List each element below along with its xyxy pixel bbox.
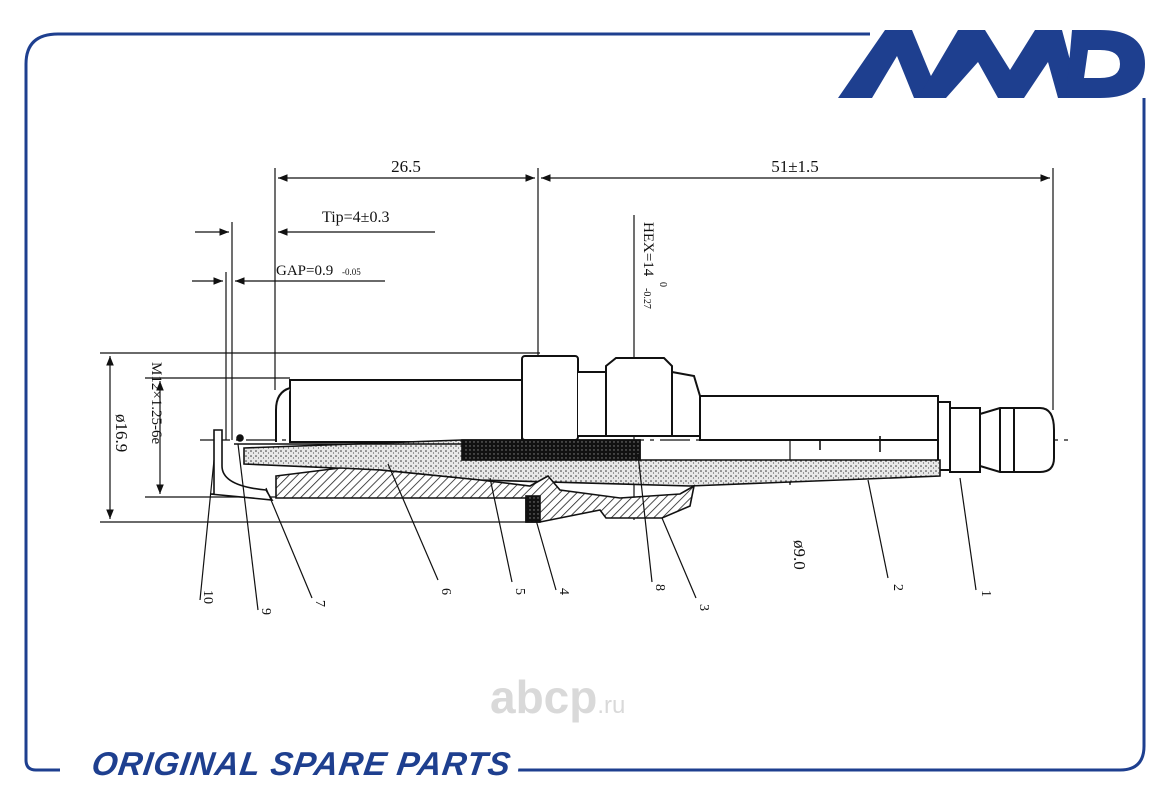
length-right-label: 51±1.5 [771, 157, 819, 176]
callout-6: 6 [438, 588, 453, 595]
length-left-label: 26.5 [391, 157, 421, 176]
gap-tolerance: -0.05 [342, 267, 361, 277]
callout-9: 9 [258, 608, 273, 615]
tip-label: Tip=4±0.3 [322, 209, 389, 226]
watermark-suffix: .ru [597, 692, 626, 719]
hex-tolerance-upper: 0 [657, 282, 668, 287]
gap-label: GAP=0.9 [276, 263, 333, 279]
original-spare-parts-footer: ORIGINAL SPARE PARTS [81, 744, 522, 784]
leader-lines [199, 443, 977, 611]
outer-diameter-label: ø16.9 [112, 414, 131, 452]
callout-2: 2 [890, 584, 905, 591]
callout-10: 10 [200, 590, 215, 604]
inner-diameter-label: ø9.0 [790, 540, 809, 570]
abcp-watermark: abcp.ru [490, 672, 710, 722]
callout-numbers: 1 2 3 4 5 6 7 8 9 10 [200, 584, 993, 615]
callout-8: 8 [652, 584, 667, 591]
spark-plug-body [275, 355, 1055, 473]
insulator-section [209, 429, 941, 523]
callout-1: 1 [978, 590, 993, 597]
page-frame [24, 32, 1146, 772]
callout-4: 4 [556, 588, 571, 595]
callout-3: 3 [696, 604, 711, 611]
callout-7: 7 [312, 600, 327, 607]
amd-logo [838, 30, 1145, 98]
hex-label: HEX=14 [640, 222, 656, 277]
watermark-text: abcp [490, 671, 598, 723]
thread-label: M12×1.25-6e [148, 362, 164, 445]
hex-tolerance-lower: -0.27 [641, 288, 652, 309]
callout-5: 5 [512, 588, 527, 595]
